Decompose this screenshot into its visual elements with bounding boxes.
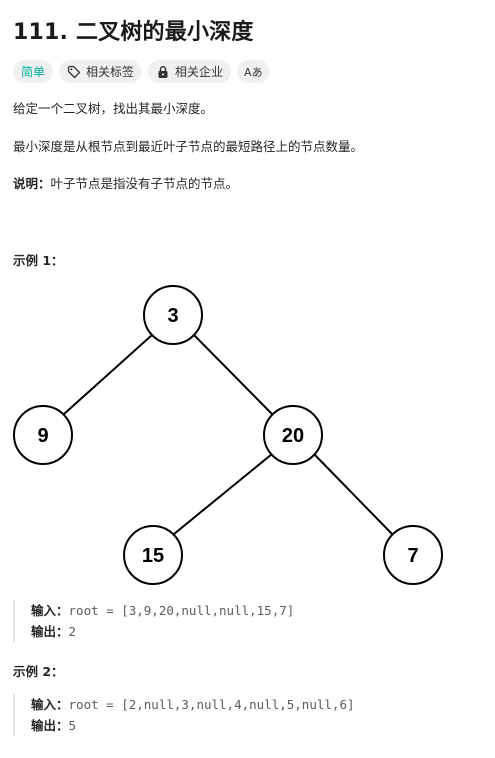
example-2-io: 输入：root = [2,null,3,null,4,null,5,null,6… <box>13 694 483 736</box>
tree-node-label: 15 <box>142 545 164 567</box>
related-tags-label: 相关标签 <box>86 65 135 79</box>
lock-icon <box>156 65 170 79</box>
input-label: 输入： <box>31 603 69 618</box>
example-1-input: 输入：root = [3,9,20,null,null,15,7] <box>31 600 483 621</box>
tree-node-label: 3 <box>167 305 178 327</box>
tree-node: 15 <box>123 525 183 585</box>
tag-bar: 简单 相关标签 相关企业 Aあ <box>13 60 270 83</box>
example-1-title: 示例 1： <box>13 253 64 268</box>
tree-node: 3 <box>143 285 203 345</box>
output-value: 5 <box>68 718 77 733</box>
related-tags-button[interactable]: 相关标签 <box>59 60 143 83</box>
tree-node: 9 <box>13 405 73 465</box>
example-2-title: 示例 2： <box>13 664 64 679</box>
tag-icon <box>67 65 81 79</box>
related-companies-label: 相关企业 <box>175 65 224 79</box>
difficulty-badge[interactable]: 简单 <box>13 60 54 83</box>
tree-edge <box>193 334 273 415</box>
translate-button[interactable]: Aあ <box>237 60 270 83</box>
input-value: root = [3,9,20,null,null,15,7] <box>68 603 295 618</box>
tree-node-label: 20 <box>282 425 304 447</box>
input-label: 输入： <box>31 697 69 712</box>
example-1-io: 输入：root = [3,9,20,null,null,15,7] 输出：2 <box>13 600 483 642</box>
tree-node-label: 9 <box>37 425 48 447</box>
output-label: 输出： <box>31 624 69 639</box>
related-companies-button[interactable]: 相关企业 <box>148 60 232 83</box>
translate-icon: Aあ <box>244 65 263 79</box>
tree-node: 7 <box>383 525 443 585</box>
output-value: 2 <box>68 624 77 639</box>
tree-edge <box>313 453 393 535</box>
problem-title: 111. 二叉树的最小深度 <box>13 20 254 45</box>
description-line-2: 最小深度是从根节点到最近叶子节点的最短路径上的节点数量。 <box>13 139 364 154</box>
example-1-tree-diagram: 3 9 20 15 7 <box>13 285 443 585</box>
tree-edge <box>63 334 153 415</box>
description-note: 说明：叶子节点是指没有子节点的节点。 <box>13 175 238 193</box>
note-label: 说明： <box>13 176 51 191</box>
example-2-input: 输入：root = [2,null,3,null,4,null,5,null,6… <box>31 694 483 715</box>
description-line-1: 给定一个二叉树，找出其最小深度。 <box>13 101 214 116</box>
example-1-output: 输出：2 <box>31 621 483 642</box>
input-value: root = [2,null,3,null,4,null,5,null,6] <box>68 697 355 712</box>
tree-node-label: 7 <box>407 545 418 567</box>
example-2-output: 输出：5 <box>31 715 483 736</box>
tree-edge <box>173 453 273 535</box>
tree-node: 20 <box>263 405 323 465</box>
output-label: 输出： <box>31 718 69 733</box>
note-text: 叶子节点是指没有子节点的节点。 <box>50 176 239 191</box>
